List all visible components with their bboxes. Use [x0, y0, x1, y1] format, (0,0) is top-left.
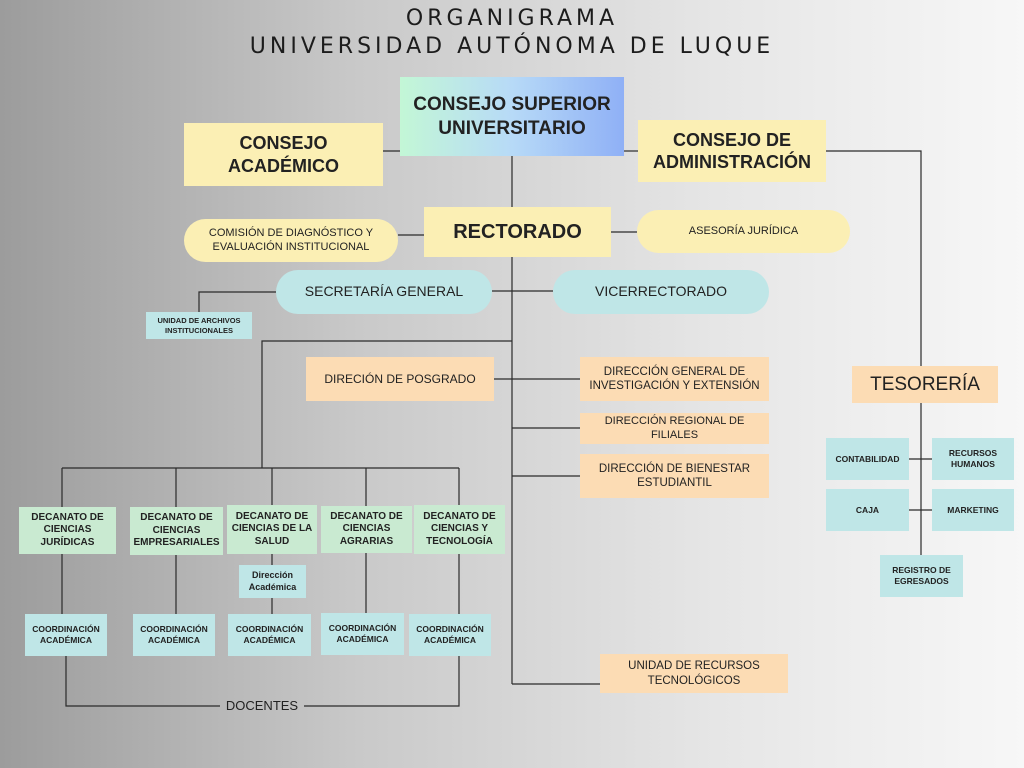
registro-egresados-box: REGISTRO DE EGRESADOS — [880, 555, 963, 597]
registro-egresados-label: REGISTRO DE EGRESADOS — [892, 565, 951, 586]
vicerrectorado-label: VICERRECTORADO — [595, 283, 727, 300]
direccion-posgrado-label: DIRECIÓN DE POSGRADO — [324, 371, 476, 386]
marketing-box: MARKETING — [932, 489, 1014, 531]
consejo-administracion-box: CONSEJO DE ADMINISTRACIÓN — [638, 120, 826, 182]
coordinacion-academica-label: COORDINACIÓN ACADÉMICA — [32, 624, 100, 645]
decanato-label: DECANATO DE CIENCIAS EMPRESARIALES — [133, 512, 220, 549]
secretaria-general-label: SECRETARÍA GENERAL — [304, 283, 464, 300]
coordinacion-academica-label: COORDINACIÓN ACADÉMICA — [235, 624, 304, 645]
coordinacion-academica-box: COORDINACIÓN ACADÉMICA — [409, 614, 491, 656]
rectorado-box: RECTORADO — [424, 207, 611, 257]
coordinacion-academica-box: COORDINACIÓN ACADÉMICA — [228, 614, 311, 656]
comision-diagnostico-label: COMISIÓN DE DIAGNÓSTICO Y EVALUACIÓN INS… — [208, 226, 374, 253]
university-name: UNIVERSIDAD AUTÓNOMA DE LUQUE — [249, 34, 775, 59]
decanato-ciencias-salud-box: DECANATO DE CIENCIAS DE LA SALUD — [227, 505, 317, 554]
comision-diagnostico-box: COMISIÓN DE DIAGNÓSTICO Y EVALUACIÓN INS… — [184, 219, 398, 262]
consejo-academico-box: CONSEJO ACADÉMICO — [184, 123, 383, 186]
rectorado-label: RECTORADO — [453, 220, 582, 243]
marketing-label: MARKETING — [947, 504, 999, 515]
decanato-label: DECANATO DE CIENCIAS JURÍDICAS — [31, 511, 104, 548]
asesoria-juridica-box: ASESORÍA JURÍDICA — [637, 210, 850, 253]
coordinacion-academica-box: COORDINACIÓN ACADÉMICA — [321, 613, 404, 655]
unidad-recursos-tecnologicos-box: UNIDAD DE RECURSOS TECNOLÓGICOS — [600, 654, 788, 693]
docentes-text: DOCENTES — [225, 697, 299, 713]
unidad-archivos-box: UNIDAD DE ARCHIVOS INSTITUCIONALES — [146, 312, 252, 339]
decanato-ciencias-juridicas-box: DECANATO DE CIENCIAS JURÍDICAS — [19, 507, 116, 554]
coordinacion-academica-label: COORDINACIÓN ACADÉMICA — [416, 624, 484, 645]
vicerrectorado-box: VICERRECTORADO — [553, 270, 769, 314]
decanato-ciencias-empresariales-box: DECANATO DE CIENCIAS EMPRESARIALES — [130, 507, 223, 555]
tesoreria-box: TESORERÍA — [852, 366, 998, 403]
coordinacion-academica-box: COORDINACIÓN ACADÉMICA — [133, 614, 215, 656]
direccion-filiales-label: DIRECCIÓN REGIONAL DE FILIALES — [604, 414, 745, 441]
org-chart-title: ORGANIGRAMA — [405, 6, 619, 31]
tesoreria-label: TESORERÍA — [870, 373, 980, 395]
recursos-humanos-box: RECURSOS HUMANOS — [932, 438, 1014, 480]
direccion-bienestar-label: DIRECCIÓN DE BIENESTAR ESTUDIANTIL — [598, 462, 751, 489]
coordinacion-academica-box: COORDINACIÓN ACADÉMICA — [25, 614, 107, 656]
direccion-investigacion-label: DIRECCIÓN GENERAL DE INVESTIGACIÓN Y EXT… — [589, 365, 760, 392]
secretaria-general-box: SECRETARÍA GENERAL — [276, 270, 492, 314]
decanato-ciencias-tecnologia-box: DECANATO DE CIENCIAS Y TECNOLOGÍA — [414, 505, 505, 554]
consejo-superior-label: CONSEJO SUPERIOR UNIVERSITARIO — [413, 93, 611, 139]
caja-label: CAJA — [855, 504, 880, 515]
recursos-humanos-label: RECURSOS HUMANOS — [948, 448, 998, 469]
direccion-academica-label: Dirección Académica — [248, 570, 297, 592]
decanato-label: DECANATO DE CIENCIAS DE LA SALUD — [231, 510, 313, 547]
consejo-academico-label: CONSEJO ACADÉMICO — [228, 133, 339, 176]
docentes-label: DOCENTES — [220, 696, 304, 716]
direccion-bienestar-box: DIRECCIÓN DE BIENESTAR ESTUDIANTIL — [580, 454, 769, 498]
contabilidad-label: CONTABILIDAD — [835, 453, 900, 464]
decanato-label: DECANATO DE CIENCIAS Y TECNOLOGÍA — [423, 510, 496, 547]
direccion-posgrado-box: DIRECIÓN DE POSGRADO — [306, 357, 494, 401]
unidad-archivos-label: UNIDAD DE ARCHIVOS INSTITUCIONALES — [157, 316, 241, 335]
direccion-academica-box: Dirección Académica — [239, 565, 306, 598]
coordinacion-academica-label: COORDINACIÓN ACADÉMICA — [328, 623, 397, 644]
consejo-administracion-label: CONSEJO DE ADMINISTRACIÓN — [653, 129, 811, 173]
consejo-superior-box: CONSEJO SUPERIOR UNIVERSITARIO — [400, 77, 624, 156]
decanato-ciencias-agrarias-box: DECANATO DE CIENCIAS AGRARIAS — [321, 506, 412, 553]
asesoria-juridica-label: ASESORÍA JURÍDICA — [688, 224, 799, 237]
unidad-recursos-tecnologicos-label: UNIDAD DE RECURSOS TECNOLÓGICOS — [628, 660, 760, 687]
decanato-label: DECANATO DE CIENCIAS AGRARIAS — [330, 510, 403, 547]
coordinacion-academica-label: COORDINACIÓN ACADÉMICA — [140, 624, 208, 645]
direccion-investigacion-box: DIRECCIÓN GENERAL DE INVESTIGACIÓN Y EXT… — [580, 357, 769, 401]
direccion-filiales-box: DIRECCIÓN REGIONAL DE FILIALES — [580, 413, 769, 444]
contabilidad-box: CONTABILIDAD — [826, 438, 909, 480]
caja-box: CAJA — [826, 489, 909, 531]
